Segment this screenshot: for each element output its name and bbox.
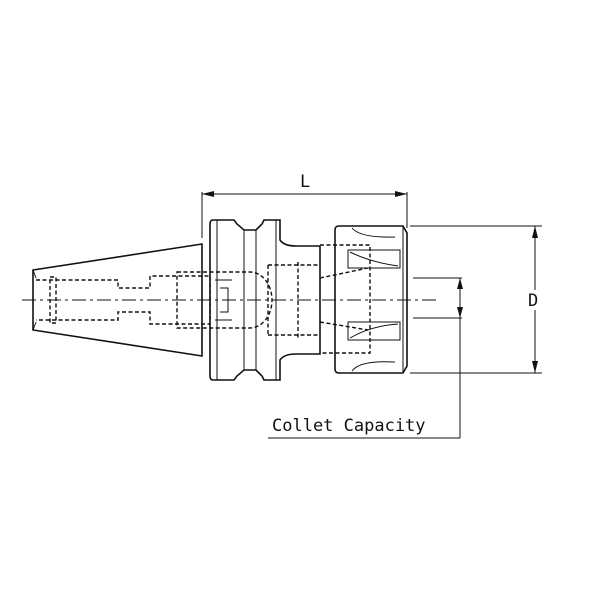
pull-stud: [176, 271, 273, 329]
collet-nut: [334, 225, 408, 374]
collet-seat: [319, 244, 371, 354]
length-label: L: [300, 172, 310, 192]
diameter-label: D: [528, 291, 538, 311]
inner-bore: [267, 262, 320, 338]
flange: [209, 219, 321, 381]
length-dimension: L: [201, 172, 408, 238]
collet-capacity-dimension: Collet Capacity: [268, 277, 463, 439]
collet-capacity-label: Collet Capacity: [272, 416, 426, 436]
diameter-dimension: D: [410, 225, 542, 374]
